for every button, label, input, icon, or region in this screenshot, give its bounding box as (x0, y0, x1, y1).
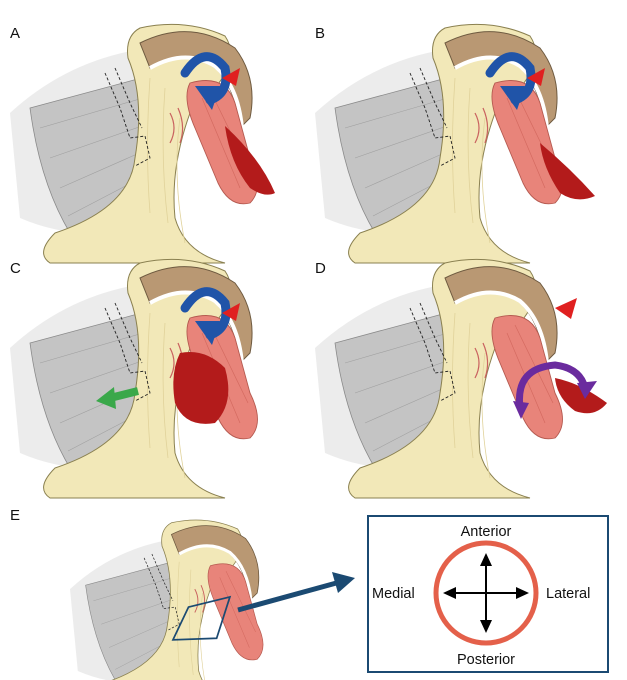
label-anterior: Anterior (461, 524, 512, 540)
label-posterior: Posterior (457, 652, 515, 668)
red-arrowhead-icon (222, 68, 240, 86)
panel-e (68, 518, 265, 680)
curved-arrow-icon (485, 52, 536, 105)
rotation-arrow-tail-icon (513, 401, 529, 419)
panel-d (313, 257, 607, 500)
crosshair-arrows-icon (443, 553, 529, 633)
label-lateral: Lateral (546, 586, 590, 602)
panel-letter-d: D (315, 260, 326, 277)
panel-a (8, 22, 275, 265)
rotation-arrow-icon (515, 361, 589, 409)
pointer-arrow-shaft (237, 579, 341, 613)
label-medial: Medial (372, 586, 415, 602)
curved-arrow-icon (180, 52, 231, 105)
panel-letter-a: A (10, 25, 20, 42)
hematoma (540, 143, 595, 200)
red-arrowhead-icon (555, 298, 577, 319)
panel-letter-c: C (10, 260, 21, 277)
curved-arrow-head-icon (195, 86, 220, 110)
orientation-inset: Anterior Posterior Medial Lateral (367, 515, 609, 673)
panel-letter-e: E (10, 507, 20, 524)
hematoma (173, 352, 229, 424)
curved-arrow-head-icon (500, 86, 525, 110)
pointer-arrow-icon (332, 572, 355, 593)
region-box (171, 595, 232, 641)
red-arrowhead-icon (222, 303, 240, 321)
curved-arrow-head-icon (195, 321, 220, 345)
panel-c (8, 257, 260, 500)
hematoma (555, 378, 607, 414)
curved-arrow-icon (180, 287, 231, 340)
panel-letter-b: B (315, 25, 325, 42)
panel-b (313, 22, 595, 265)
rotation-arrow-head-icon (577, 381, 597, 399)
hematoma (225, 126, 275, 195)
red-arrowhead-icon (527, 68, 545, 86)
green-arrow-icon (96, 387, 116, 409)
anatomy-illustration (68, 518, 265, 680)
